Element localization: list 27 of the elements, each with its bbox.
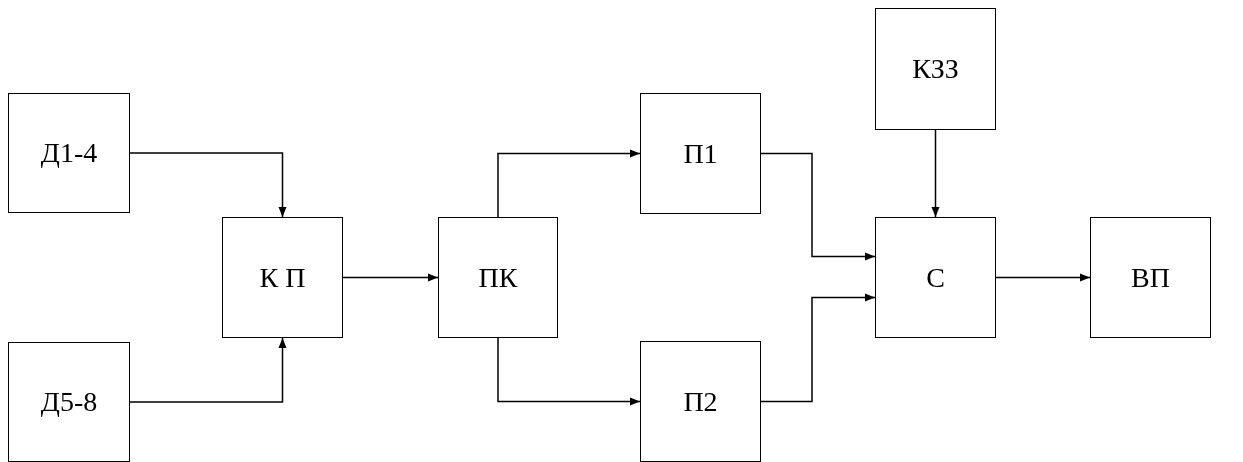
- block-box: [640, 93, 761, 214]
- arrow: [342, 273, 439, 282]
- block-label: ПК: [478, 261, 518, 294]
- block-box: [875, 217, 996, 338]
- arrow: [995, 273, 1091, 282]
- block-box: [438, 217, 558, 338]
- block-box: [8, 342, 130, 462]
- block-label: П1: [683, 137, 718, 170]
- arrow: [129, 152, 287, 218]
- block-box: [875, 8, 996, 130]
- block-box: [222, 217, 343, 338]
- arrow: [129, 337, 287, 403]
- block-label: С: [926, 261, 945, 294]
- block-label: Д1-4: [40, 137, 98, 169]
- block-box: [8, 93, 130, 213]
- arrow: [497, 337, 641, 406]
- arrow: [760, 152, 876, 261]
- block-box: [1090, 217, 1211, 338]
- arrow: [497, 149, 641, 218]
- block-label: ВП: [1131, 261, 1170, 294]
- block-label: Д5-8: [40, 386, 98, 418]
- block-label: К П: [259, 261, 306, 294]
- block-label: П2: [683, 385, 718, 418]
- arrow: [760, 293, 876, 403]
- arrow: [931, 129, 940, 218]
- block-label: КЗЗ: [912, 53, 959, 85]
- block-box: [640, 341, 761, 462]
